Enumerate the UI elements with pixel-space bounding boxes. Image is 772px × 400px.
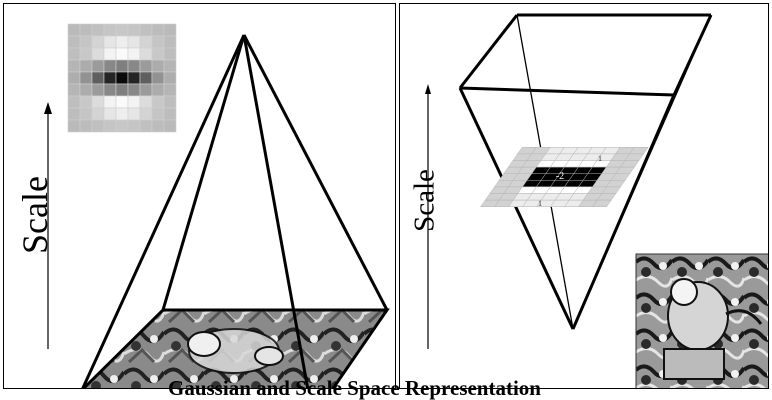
kernel-cell xyxy=(92,84,104,96)
kernel-cell xyxy=(92,24,104,36)
kernel-cell xyxy=(128,24,140,36)
left-panel-image-pyramid: Scale xyxy=(3,3,396,389)
kernel-cell xyxy=(140,24,152,36)
kernel-cell xyxy=(152,60,164,72)
kernel-cell xyxy=(164,120,176,132)
kernel-cell xyxy=(92,36,104,48)
filter-kernel-grid xyxy=(481,147,649,206)
kernel-cell xyxy=(80,60,92,72)
kernel-cell xyxy=(140,72,152,84)
kernel-cell xyxy=(128,84,140,96)
kernel-cell xyxy=(80,120,92,132)
kernel-cell xyxy=(128,96,140,108)
filter-top-value: 1 xyxy=(598,154,602,163)
kernel-cell xyxy=(80,108,92,120)
kernel-cell xyxy=(164,72,176,84)
kernel-cell xyxy=(116,48,128,60)
kernel-cell xyxy=(68,36,80,48)
kernel-cell xyxy=(164,108,176,120)
kernel-cell xyxy=(68,108,80,120)
kernel-cell xyxy=(80,72,92,84)
kernel-cell xyxy=(80,96,92,108)
kernel-cell xyxy=(68,24,80,36)
kernel-cell xyxy=(140,60,152,72)
figure-caption: Gaussian and Scale Space Representation xyxy=(168,378,541,399)
kernel-cell xyxy=(68,72,80,84)
kernel-cell xyxy=(152,84,164,96)
kernel-cell xyxy=(152,36,164,48)
kernel-cell xyxy=(152,108,164,120)
kernel-cell xyxy=(152,96,164,108)
kernel-cell xyxy=(80,84,92,96)
kernel-cell xyxy=(116,36,128,48)
kernel-cell xyxy=(80,36,92,48)
kernel-cell xyxy=(104,84,116,96)
kernel-cell xyxy=(92,72,104,84)
kernel-cell xyxy=(116,96,128,108)
scale-axis-label-right: Scale xyxy=(409,161,442,241)
kernel-cell xyxy=(116,72,128,84)
kernel-cell xyxy=(104,36,116,48)
kernel-cell xyxy=(92,108,104,120)
kernel-cell xyxy=(68,120,80,132)
kernel-cell xyxy=(152,24,164,36)
kernel-cell xyxy=(92,96,104,108)
kernel-cell xyxy=(152,72,164,84)
right-pyramid-svg: -2 1 1 xyxy=(400,4,769,389)
kernel-cell xyxy=(104,24,116,36)
kernel-cell xyxy=(164,60,176,72)
kernel-cell xyxy=(128,120,140,132)
kernel-cell xyxy=(140,120,152,132)
kernel-cell xyxy=(104,120,116,132)
kernel-cell xyxy=(128,48,140,60)
kernel-cell xyxy=(104,48,116,60)
kernel-cell xyxy=(140,108,152,120)
kernel-cell xyxy=(164,96,176,108)
kernel-cell xyxy=(116,84,128,96)
kernel-cell xyxy=(80,24,92,36)
kernel-cell xyxy=(92,60,104,72)
left-pyramid-svg xyxy=(4,4,396,389)
kernel-cell xyxy=(164,84,176,96)
kernel-cell xyxy=(104,108,116,120)
kernel-cell xyxy=(104,96,116,108)
kernel-cell xyxy=(116,24,128,36)
kernel-cell xyxy=(164,24,176,36)
filter-center-value: -2 xyxy=(556,171,564,182)
kernel-cell xyxy=(116,108,128,120)
kernel-cell xyxy=(116,120,128,132)
kernel-cell xyxy=(164,48,176,60)
kernel-cell xyxy=(152,48,164,60)
kernel-cell xyxy=(68,48,80,60)
input-image xyxy=(636,254,769,389)
kernel-cell xyxy=(128,108,140,120)
kernel-cell xyxy=(140,96,152,108)
kernel-cell xyxy=(128,72,140,84)
kernel-cell xyxy=(128,60,140,72)
kernel-cell xyxy=(140,48,152,60)
scale-arrow-head-left xyxy=(44,102,52,114)
kernel-cell xyxy=(128,36,140,48)
right-panel-scale-space: -2 1 1 Scale xyxy=(399,3,769,389)
kernel-cell xyxy=(68,96,80,108)
kernel-cell xyxy=(80,48,92,60)
filter-bottom-value: 1 xyxy=(538,199,542,208)
kernel-cell xyxy=(164,36,176,48)
kernel-cell xyxy=(68,60,80,72)
kernel-cell xyxy=(104,60,116,72)
gaussian-kernel-grid xyxy=(68,24,176,132)
kernel-cell xyxy=(116,60,128,72)
kernel-cell xyxy=(92,48,104,60)
kernel-cell xyxy=(152,120,164,132)
kernel-cell xyxy=(92,120,104,132)
kernel-cell xyxy=(104,72,116,84)
kernel-cell xyxy=(68,84,80,96)
kernel-cell xyxy=(140,84,152,96)
scale-axis-label-left: Scale xyxy=(14,160,56,270)
scale-arrow-head-right xyxy=(425,84,431,94)
kernel-cell xyxy=(140,36,152,48)
